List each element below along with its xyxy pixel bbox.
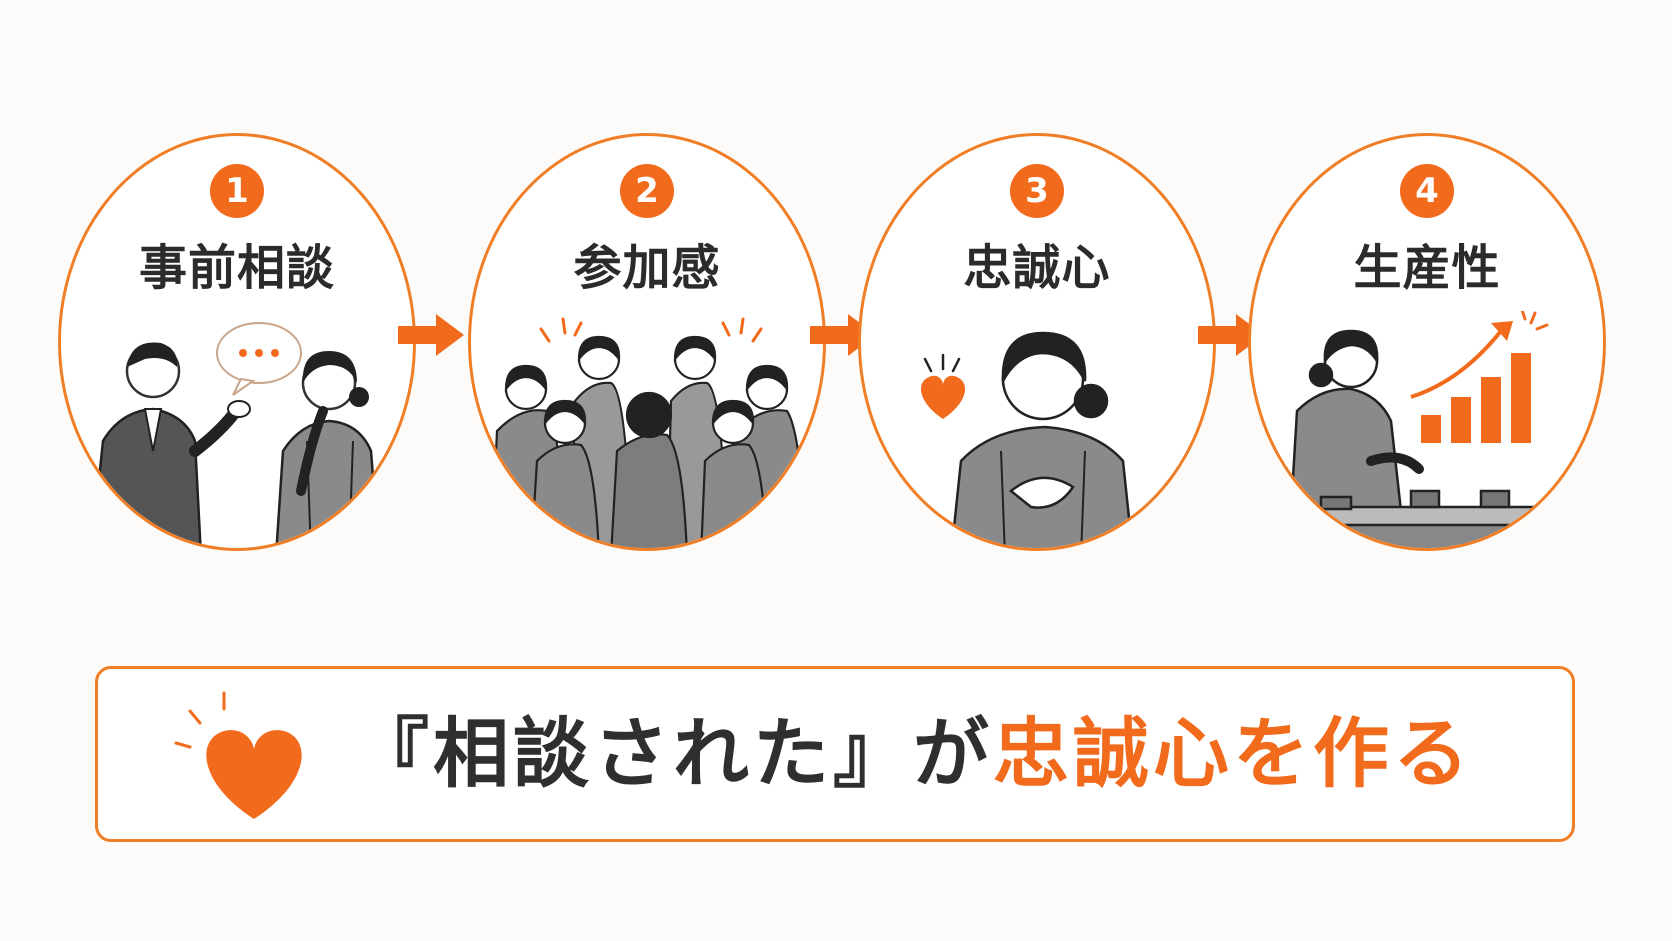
step-1-circle: 1 事前相談: [58, 133, 416, 551]
step-4-title: 生産性: [1353, 240, 1501, 296]
step-2-circle: 2 参加感: [468, 133, 826, 551]
message-part-quote: 『相談された』: [353, 709, 913, 798]
step-3-title: 忠誠心: [963, 240, 1111, 296]
step-3-circle: 3 忠誠心: [858, 133, 1216, 551]
message-part-particle: が: [913, 709, 993, 798]
heart-icon: [920, 375, 966, 419]
productivity-growth-illustration: [1269, 311, 1573, 548]
step-3-number: 3: [1010, 164, 1064, 218]
step-2-number: 2: [620, 164, 674, 218]
arrow-right-icon: [398, 314, 464, 356]
arrow-right-icon: [1198, 314, 1264, 356]
consultation-illustration: [90, 322, 380, 548]
step-1-title: 事前相談: [138, 240, 335, 296]
step-2-title: 参加感: [573, 240, 721, 296]
key-message-banner: 『相談された』が忠誠心を作る: [95, 666, 1575, 842]
loyalty-heart-illustration: [920, 331, 1134, 548]
message-part-highlight: 忠誠心を作る: [993, 709, 1473, 798]
key-message: 『相談された』が忠誠心を作る: [353, 669, 1473, 839]
step-1-number: 1: [210, 164, 264, 218]
step-4-circle: 4 生産性: [1248, 133, 1606, 551]
step-4-number: 4: [1400, 164, 1454, 218]
group-participation-illustration: [490, 317, 808, 548]
heart-icon: [174, 691, 302, 819]
